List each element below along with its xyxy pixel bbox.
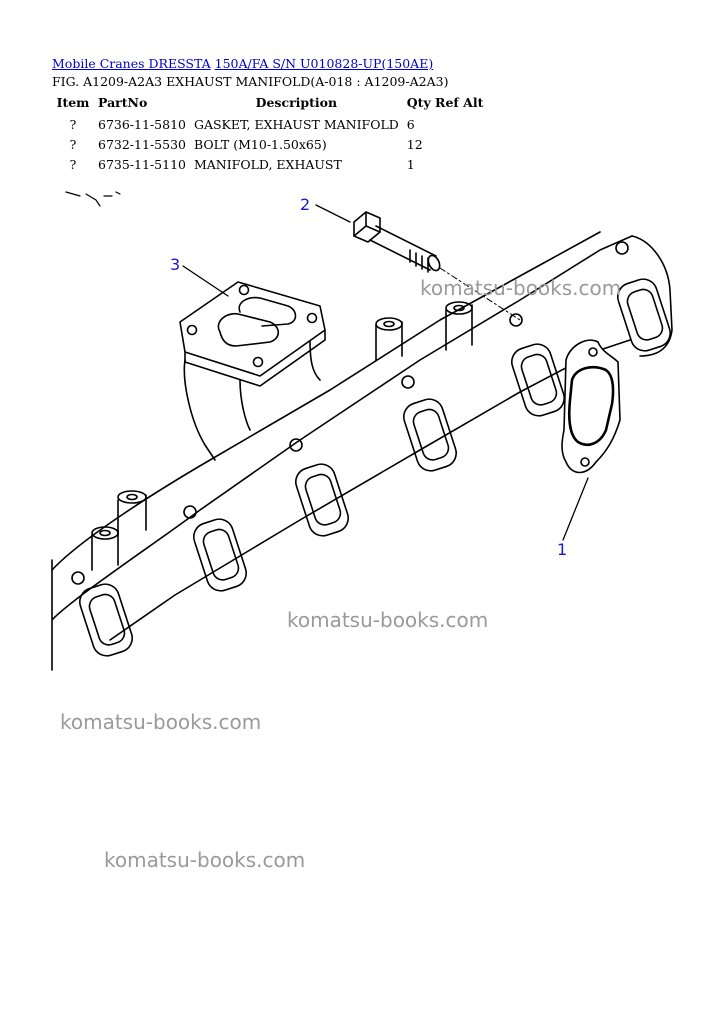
callout-2: 2	[300, 195, 310, 214]
breadcrumb-link-serial[interactable]: 150A/FA S/N U010828-UP(150AE)	[214, 56, 434, 71]
leader-line-3	[182, 265, 229, 297]
turbo-flange	[179, 281, 326, 387]
parts-table: Item PartNo Description Qty Ref Alt ? 67…	[52, 93, 487, 175]
cell-description: GASKET, EXHAUST MANIFOLD	[193, 117, 399, 132]
col-item: Item	[56, 95, 90, 110]
watermark: komatsu-books.com	[287, 608, 489, 632]
col-description: Description	[255, 95, 338, 110]
cell-partno: 6736-11-5810	[98, 117, 186, 132]
cell-item: ?	[69, 137, 77, 152]
callout-3: 3	[170, 255, 180, 274]
cell-partno: 6732-11-5530	[98, 137, 186, 152]
col-qty-ref-alt: Qty Ref Alt	[406, 95, 484, 110]
table-row: ? 6735-11-5110 MANIFOLD, EXHAUST 1	[52, 155, 487, 175]
breadcrumb-link-model[interactable]: Mobile Cranes DRESSTA	[52, 56, 211, 71]
watermark: komatsu-books.com	[60, 710, 262, 734]
cell-qty: 1	[406, 157, 415, 172]
table-header-row: Item PartNo Description Qty Ref Alt	[52, 93, 487, 115]
cell-partno: 6735-11-5110	[98, 157, 186, 172]
figure-title: FIG. A1209-A2A3 EXHAUST MANIFOLD(A-018 :…	[52, 74, 449, 89]
cell-item: ?	[69, 117, 77, 132]
callout-1: 1	[557, 540, 567, 559]
col-partno: PartNo	[98, 95, 148, 110]
leader-line-2	[315, 204, 351, 223]
watermark: komatsu-books.com	[104, 848, 306, 872]
gasket	[561, 339, 621, 474]
cell-item: ?	[69, 157, 77, 172]
cell-description: MANIFOLD, EXHAUST	[193, 157, 342, 172]
table-row: ? 6732-11-5530 BOLT (M10-1.50x65) 12	[52, 135, 487, 155]
cell-description: BOLT (M10-1.50x65)	[193, 137, 327, 152]
watermark: komatsu-books.com	[420, 276, 622, 300]
header-links: Mobile Cranes DRESSTA 150A/FA S/N U01082…	[52, 56, 433, 72]
cell-qty: 12	[406, 137, 423, 152]
leader-line-1	[562, 477, 589, 541]
bolt	[353, 211, 521, 321]
table-row: ? 6736-11-5810 GASKET, EXHAUST MANIFOLD …	[52, 115, 487, 135]
cell-qty: 6	[406, 117, 415, 132]
